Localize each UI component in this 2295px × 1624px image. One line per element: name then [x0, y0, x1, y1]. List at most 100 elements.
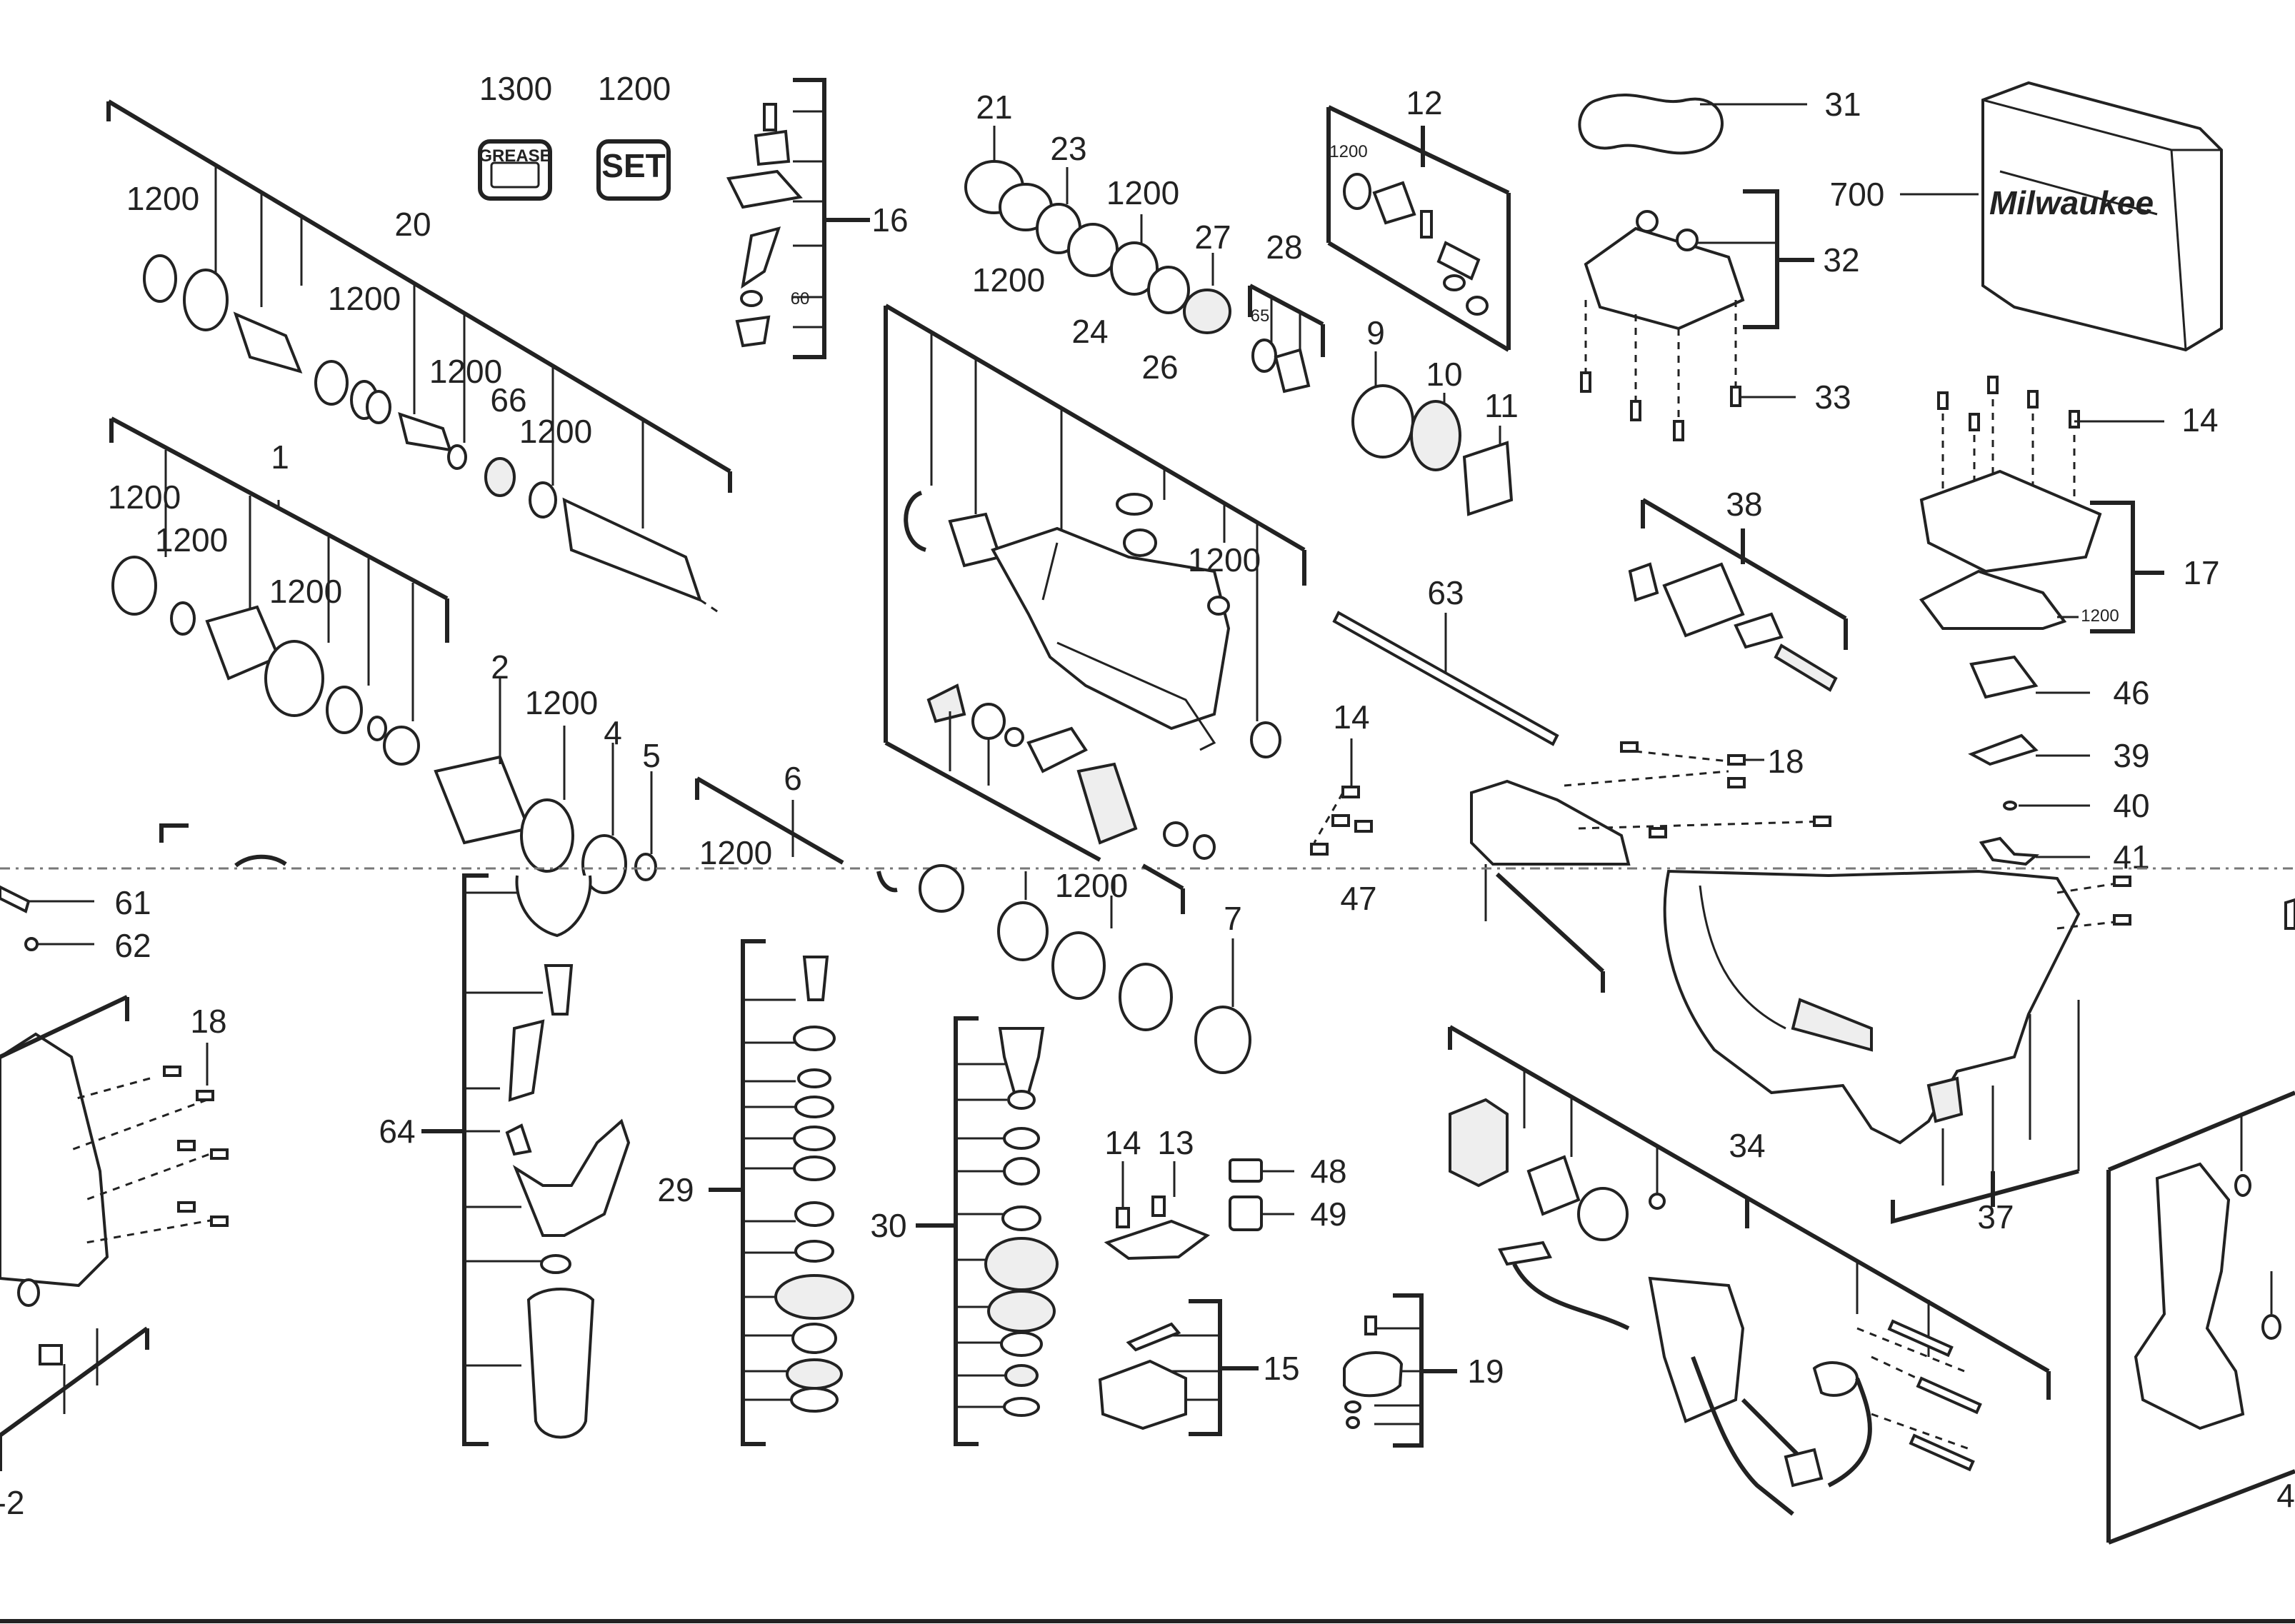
set-kit-icon: SET — [596, 139, 671, 201]
part-number: 1200 — [1055, 867, 1128, 904]
part-number: 37 — [1977, 1198, 2014, 1235]
motor-wiring-assembly-34 — [1448, 1025, 2051, 1516]
part-number: -2 — [0, 1484, 24, 1521]
assembly-12 — [1326, 105, 1511, 352]
part-number: 40 — [2113, 787, 2149, 824]
grease-label: GREASE — [479, 146, 551, 166]
part-number: 700 — [1830, 176, 1885, 213]
part-number: 63 — [1427, 574, 1464, 611]
rod-63 — [1332, 611, 1559, 746]
side-handle-assembly-64 — [421, 873, 631, 1446]
part-number: 1 — [271, 438, 289, 476]
part-number: 62 — [114, 927, 151, 964]
assembly-1 — [109, 416, 449, 766]
set-label: SET — [601, 147, 665, 184]
part-number: 47 — [1340, 880, 1376, 917]
part-number: 65 — [1251, 306, 1270, 326]
assembly-16 — [726, 78, 870, 359]
part-number: 39 — [2113, 737, 2149, 774]
assembly-20 — [106, 99, 732, 616]
part-number: 1200 — [328, 280, 401, 317]
part-number: 34 — [1729, 1127, 1765, 1164]
gear-rings-21-27 — [964, 126, 1231, 334]
part-number: 1200 — [1329, 142, 1367, 161]
housing-half-lower — [1663, 869, 2295, 1224]
part-number: 27 — [1194, 219, 1231, 256]
part-number: 18 — [1767, 743, 1804, 780]
parts-14-47 — [1310, 738, 1373, 856]
gear-stack-29 — [709, 939, 854, 1446]
left-edge-parts — [0, 823, 287, 1471]
part-number: 1200 — [155, 521, 228, 558]
parts-46-39-40-41 — [1968, 655, 2090, 866]
part-number: 28 — [1266, 229, 1302, 266]
part-number: 1200 — [108, 478, 181, 516]
part-number: 4 — [604, 714, 622, 751]
housing-half-upper — [1470, 741, 1831, 993]
grease-tube-icon: GREASE — [478, 139, 552, 201]
assembly-38 — [1628, 498, 1848, 692]
gear-stack-30 — [916, 1016, 1059, 1446]
part-number: 24 — [1071, 313, 1108, 350]
part-number: 11 — [1484, 387, 1519, 424]
assembly-14-17 — [1919, 376, 2164, 633]
part-number: 48 — [1310, 1153, 1346, 1190]
knob-19 — [1343, 1293, 1457, 1448]
part-number: 14 — [1333, 698, 1369, 736]
lower-rings-6-7 — [695, 776, 1251, 1074]
part-number: 31 — [1824, 86, 1861, 123]
part-number: 15 — [1263, 1350, 1299, 1387]
parts-48-49 — [1229, 1158, 1294, 1231]
part-number: 10 — [1426, 356, 1462, 393]
part-number: 1200 — [699, 834, 772, 871]
part-number: 16 — [871, 201, 908, 239]
part-number: 1200 — [519, 413, 592, 450]
parts-2-4-5 — [434, 677, 657, 894]
part-number: 1200 — [972, 261, 1045, 299]
part-number: 12 — [1406, 84, 1442, 121]
carrying-case-700: Milwaukee — [1900, 81, 2223, 352]
part-number: 9 — [1366, 314, 1385, 351]
part-number: 61 — [114, 884, 151, 921]
part-number: 1200 — [1106, 174, 1179, 211]
part-number: 5 — [642, 737, 661, 774]
part-number: 17 — [2183, 554, 2219, 591]
part-number: 23 — [1050, 130, 1086, 167]
right-edge-handle — [2106, 1091, 2295, 1545]
parts-9-10-11 — [1351, 351, 1514, 516]
part-number: 49 — [1310, 1196, 1346, 1233]
part-number: 66 — [490, 381, 526, 418]
part-number: 14 — [1104, 1124, 1141, 1161]
part-number: 7 — [1224, 900, 1242, 937]
part-number: 13 — [1157, 1124, 1194, 1161]
part-number: 29 — [657, 1171, 694, 1208]
part-number-1300: 1300 — [479, 70, 552, 107]
parts-31-32-33 — [1578, 93, 1814, 441]
part-number: 46 — [2113, 674, 2149, 711]
part-number: 41 — [2113, 838, 2149, 876]
part-number: 1200 — [269, 573, 342, 610]
part-number: 6 — [784, 760, 802, 797]
part-number: 21 — [976, 89, 1012, 126]
part-number: 1200 — [1188, 541, 1261, 578]
part-number: 1200 — [525, 684, 598, 721]
part-number: 60 — [791, 289, 810, 309]
switch-cover-15 — [1098, 1299, 1259, 1436]
part-number: 2 — [491, 648, 509, 686]
part-number: 30 — [870, 1207, 906, 1244]
part-number: 1200 — [126, 180, 199, 217]
part-number: 26 — [1141, 349, 1178, 386]
case-brand-logo: Milwaukee — [1989, 184, 2154, 221]
part-number: 19 — [1467, 1353, 1504, 1390]
gear-housing-assembly — [884, 304, 1306, 862]
part-number: 33 — [1814, 379, 1851, 416]
bracket-13-14 — [1104, 1161, 1211, 1260]
part-number-1200-set: 1200 — [598, 70, 671, 107]
part-number: 1200 — [2081, 606, 2119, 626]
part-number: 14 — [2181, 401, 2218, 438]
part-number: 32 — [1823, 241, 1859, 279]
part-number: 38 — [1726, 486, 1762, 523]
assembly-28 — [1248, 284, 1325, 394]
part-number: 4 — [2276, 1477, 2295, 1514]
